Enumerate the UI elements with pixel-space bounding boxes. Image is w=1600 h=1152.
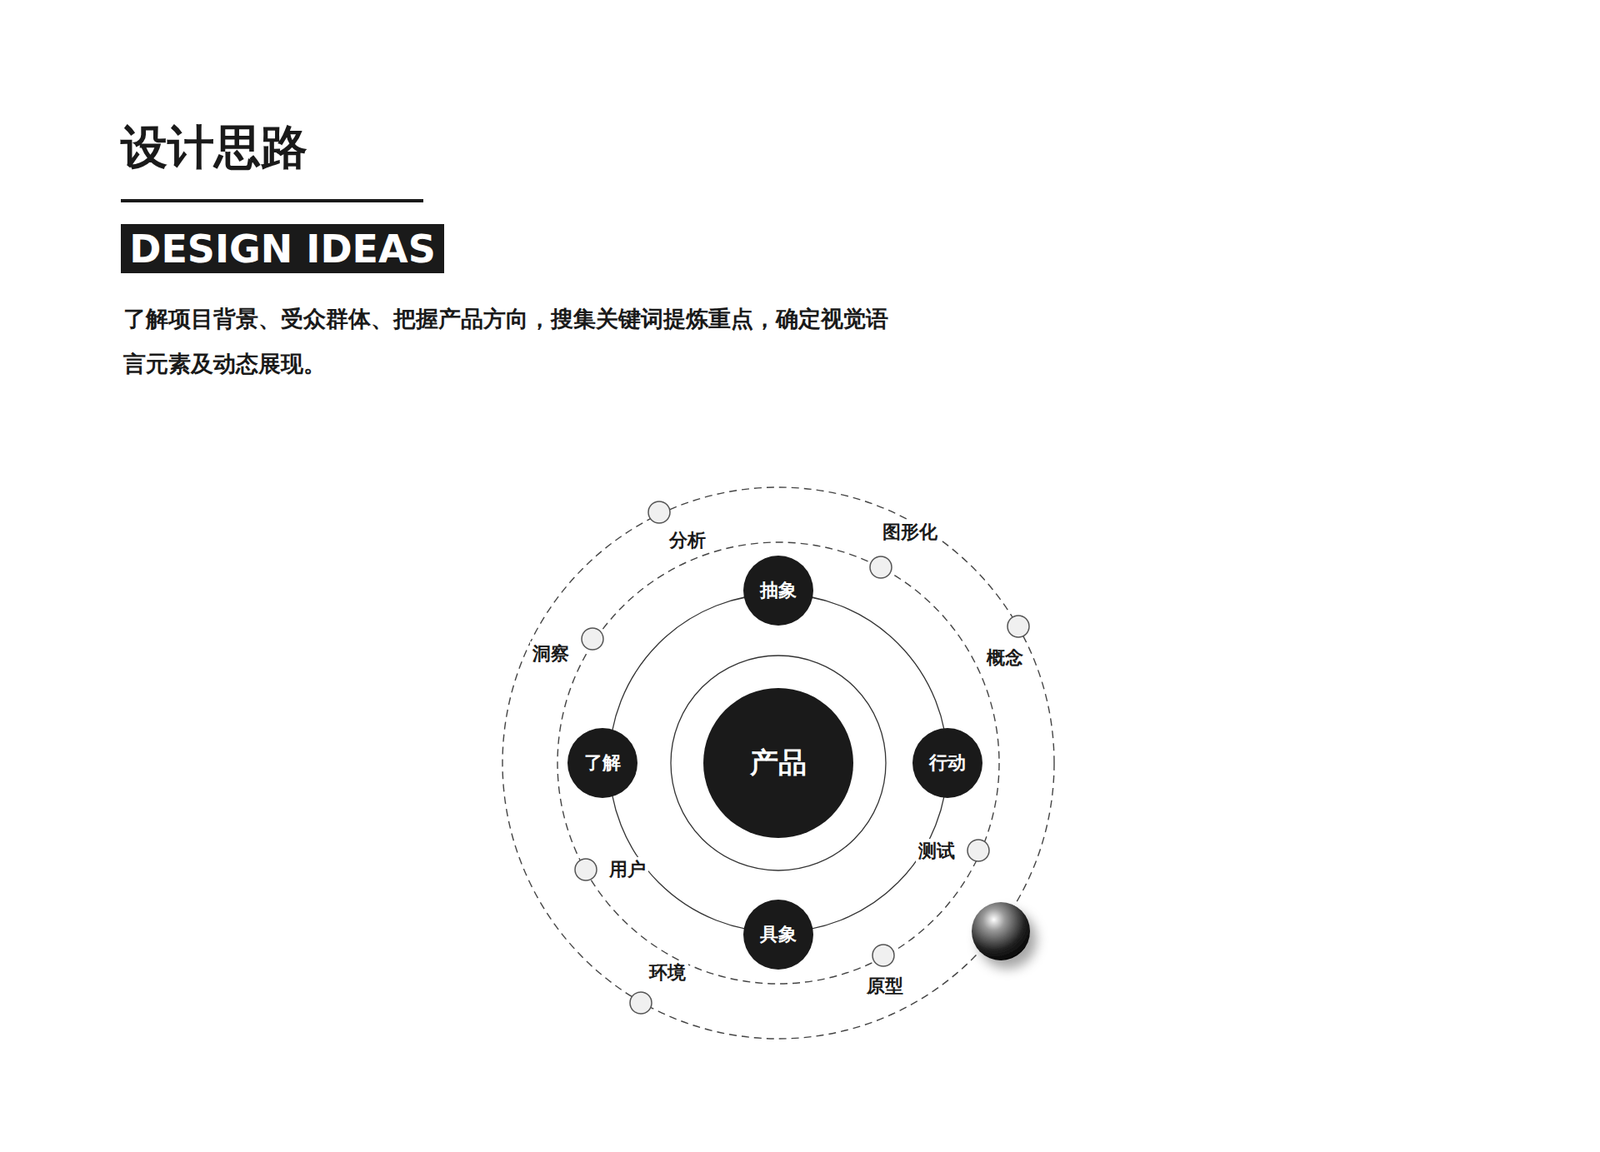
keyword-label: 分析 — [666, 528, 709, 554]
keyword-label: 用户 — [606, 857, 649, 883]
orbit-dots — [575, 501, 1030, 1015]
description-text: 了解项目背景、受众群体、把握产品方向，搜集关键词提炼重点，确定视觉语言元素及动态… — [123, 296, 907, 387]
inner-ring — [670, 655, 886, 871]
sphere — [971, 902, 1030, 961]
page-title: 设计思路 — [120, 121, 308, 174]
node-text: 行动 — [929, 750, 966, 776]
orbit-node: 具象 — [743, 900, 814, 970]
keyword-label: 概念 — [984, 645, 1026, 671]
orbit-node: 抽象 — [743, 555, 814, 626]
node-text: 抽象 — [760, 578, 797, 604]
outer-orbit — [502, 487, 1055, 1040]
node-text: 具象 — [760, 922, 797, 948]
keyword-label: 测试 — [915, 839, 958, 865]
orbit-node: 了解 — [567, 728, 638, 799]
middle-orbit — [557, 542, 1000, 985]
title-rule — [120, 199, 424, 203]
keyword-label: 原型 — [864, 974, 906, 1000]
node-text: 了解 — [584, 750, 621, 776]
node-text: DESIGN IDEAS — [129, 226, 436, 272]
title-band: DESIGN IDEAS — [120, 224, 445, 274]
orbit-node: 行动 — [912, 728, 983, 799]
solid-orbit — [609, 594, 948, 933]
node-text: 产品 — [750, 744, 807, 783]
keyword-label: 图形化 — [880, 520, 940, 545]
keyword-label: 洞察 — [530, 641, 572, 667]
keyword-label: 环境 — [646, 960, 689, 986]
orbit-node: 产品 — [703, 688, 854, 839]
